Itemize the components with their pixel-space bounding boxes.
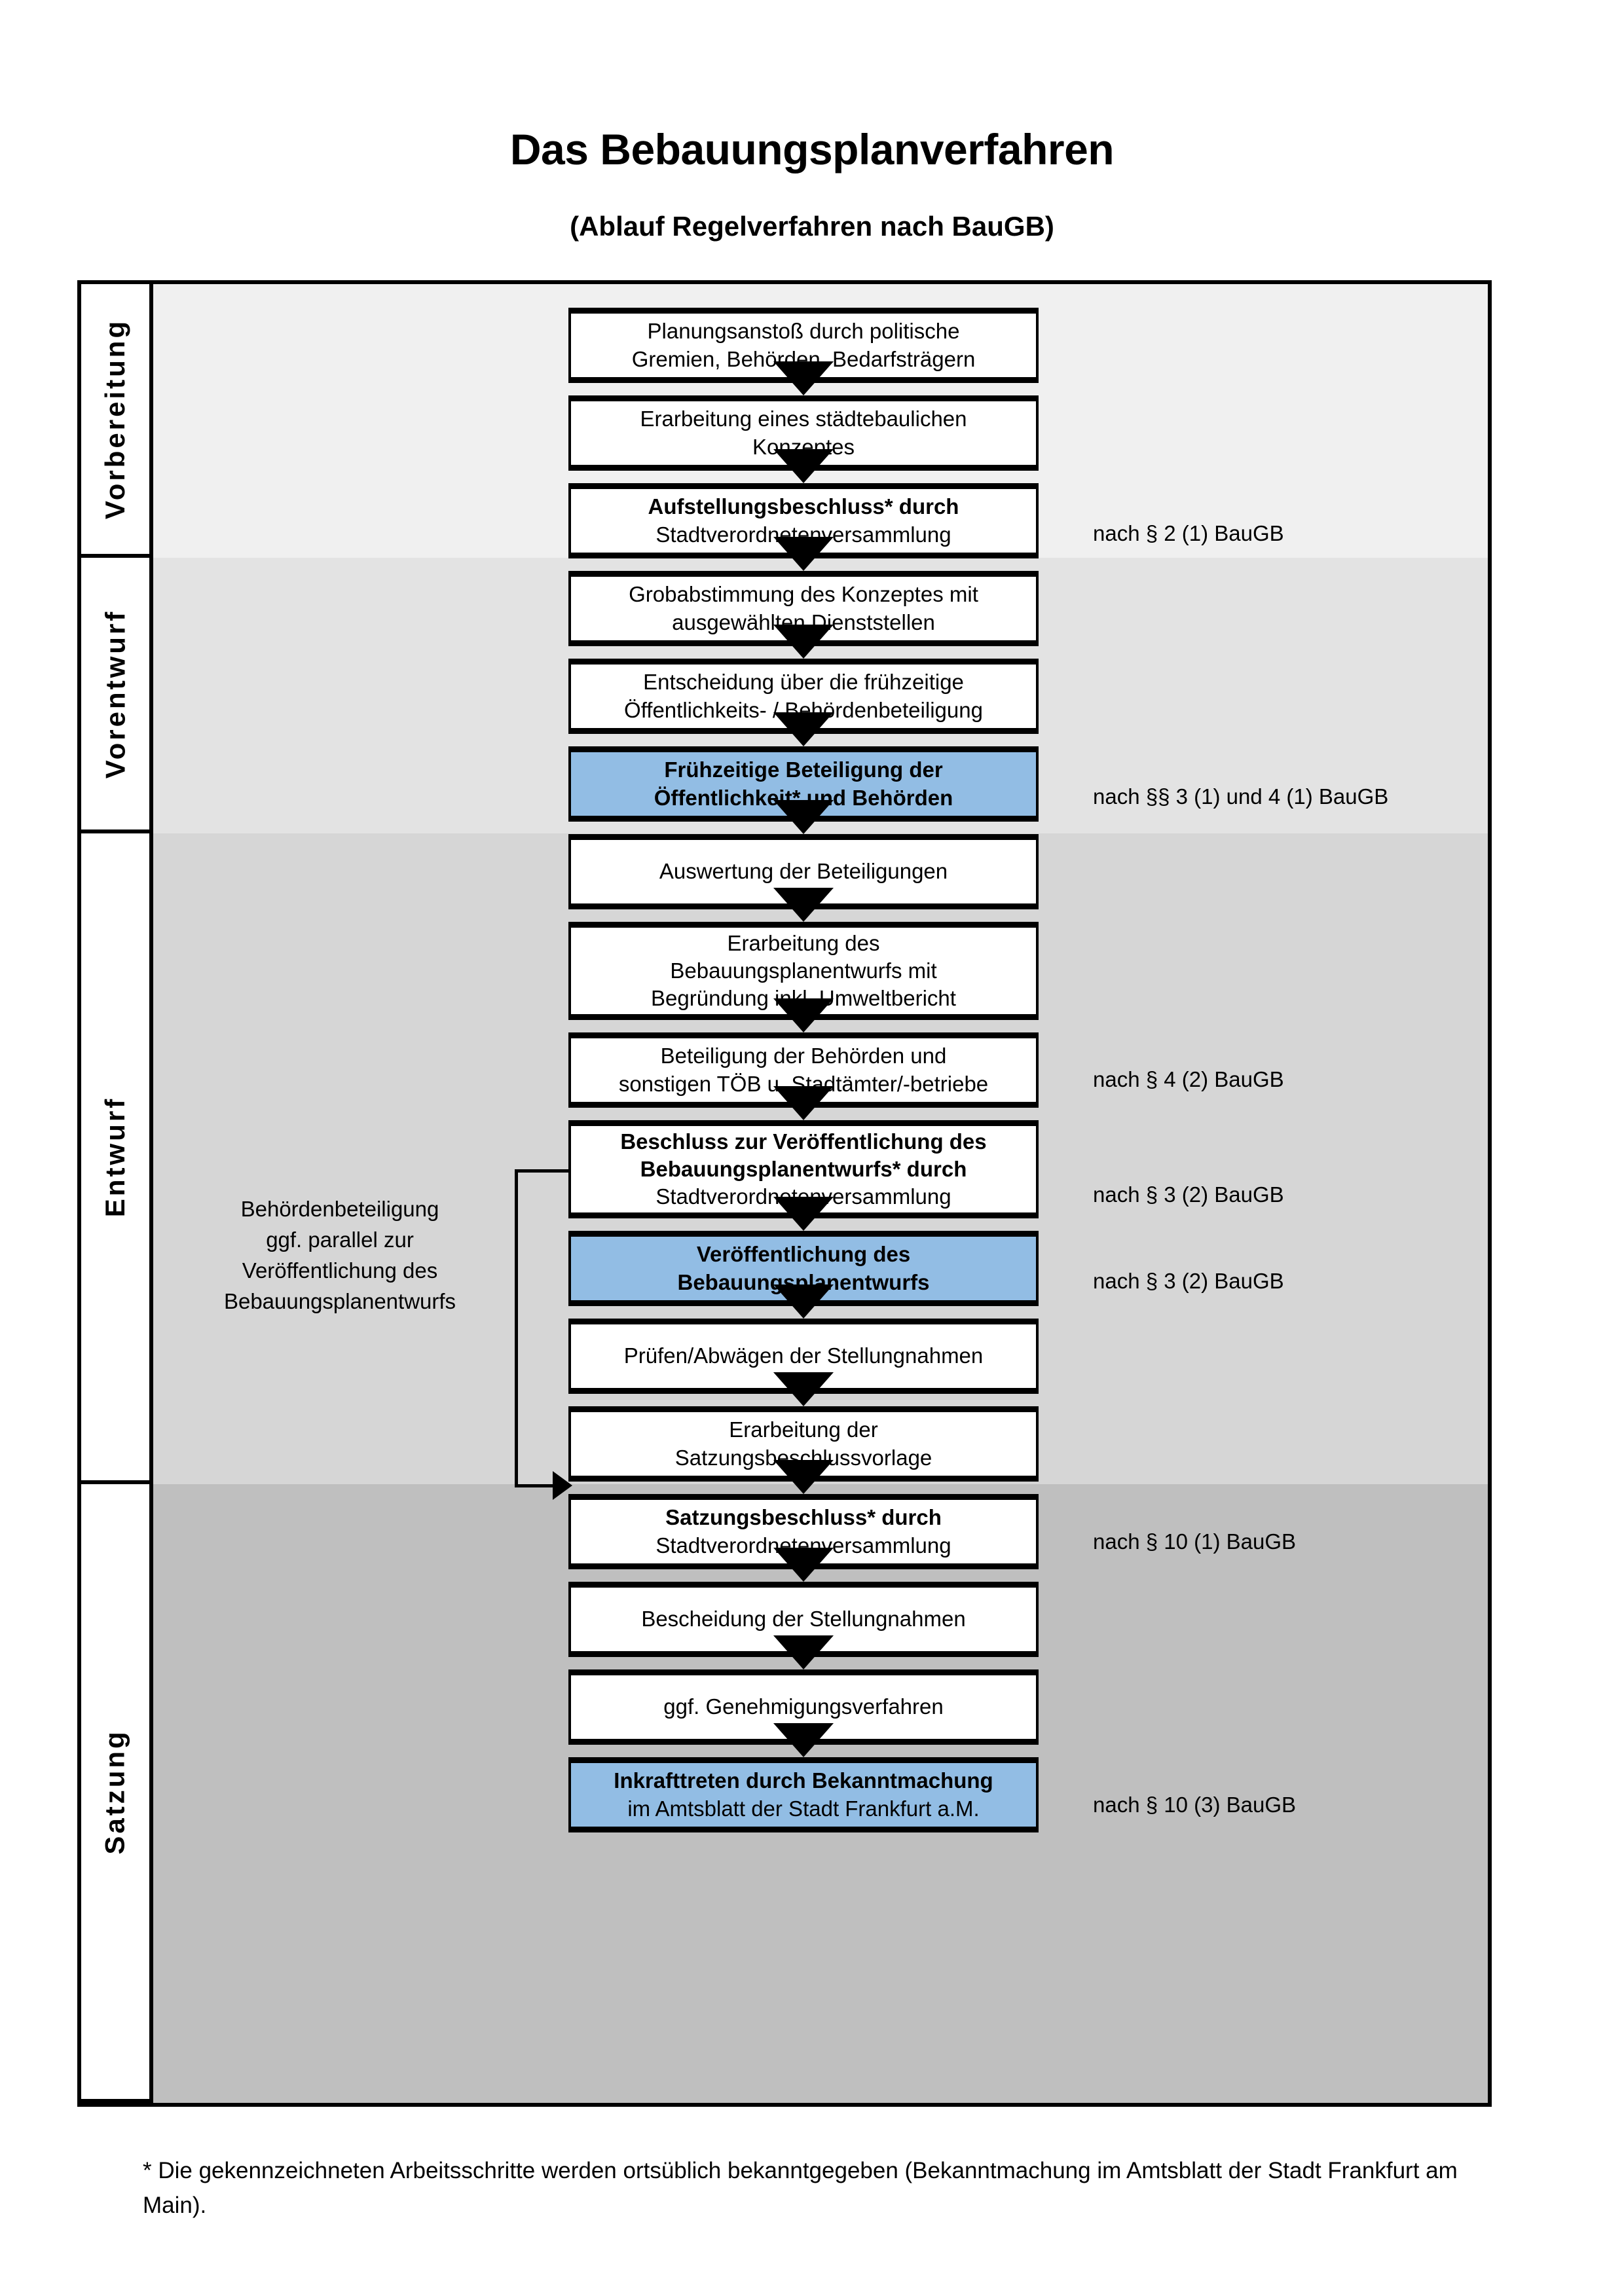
step-line: Erarbeitung eines städtebaulichen: [640, 407, 967, 431]
flow-arrow-down-icon: [773, 1086, 834, 1120]
legal-reference: nach § 3 (2) BauGB: [1093, 1182, 1284, 1207]
legal-reference: nach § 3 (2) BauGB: [1093, 1269, 1284, 1293]
step-line: Erarbeitung der: [729, 1417, 878, 1442]
phase-label-text: Vorbereitung: [100, 318, 131, 520]
legal-reference: nach §§ 3 (1) und 4 (1) BauGB: [1093, 784, 1389, 809]
step-line: im Amtsblatt der Stadt Frankfurt a.M.: [627, 1796, 980, 1821]
flow-arrow-down-icon: [773, 1197, 834, 1231]
flow-arrow-down-icon: [773, 888, 834, 922]
feedback-connector-bottom-segment: [515, 1484, 555, 1487]
step-line: Planungsanstoß durch politische: [647, 319, 960, 344]
flow-arrow-down-icon: [773, 1548, 834, 1582]
step-line: ggf. Genehmigungsverfahren: [663, 1694, 944, 1719]
legal-reference: nach § 10 (1) BauGB: [1093, 1529, 1297, 1554]
step-line: Prüfen/Abwägen der Stellungnahmen: [623, 1343, 984, 1368]
step-line: Aufstellungsbeschluss* durch: [648, 494, 959, 519]
flow-arrow-down-icon: [773, 1285, 834, 1319]
legal-reference: nach § 10 (3) BauGB: [1093, 1793, 1297, 1817]
legal-reference: nach § 2 (1) BauGB: [1093, 521, 1284, 545]
step-line: Bebauungsplanentwurfs mit: [670, 958, 937, 983]
step-line: Entscheidung über die frühzeitige: [643, 670, 964, 695]
flow-arrow-down-icon: [773, 712, 834, 746]
step-line: Bebauungsplanentwurfs* durch: [640, 1156, 967, 1181]
step-box[interactable]: Planungsanstoß durch politische Gremien,…: [568, 308, 1039, 383]
sidenote-line: ggf. parallel zur: [266, 1227, 414, 1252]
page-subtitle: (Ablauf Regelverfahren nach BauGB): [570, 211, 1054, 242]
sidenote-behoerdenbeteiligung: Behördenbeteiligung ggf. parallel zur Ve…: [186, 1194, 494, 1317]
sidenote-line: Veröffentlichung des: [242, 1258, 438, 1283]
phase-label-satzung: Satzung: [81, 1484, 153, 2103]
step-line: Veröffentlichung des: [696, 1242, 911, 1267]
flow-arrow-down-icon: [773, 449, 834, 483]
step-line: Beschluss zur Veröffentlichung des: [620, 1129, 987, 1154]
footnote: * Die gekennzeichneten Arbeitsschritte w…: [143, 2158, 1458, 2218]
legal-reference: nach § 4 (2) BauGB: [1093, 1067, 1284, 1091]
step-box-highlight[interactable]: Inkrafttreten durch Bekanntmachung im Am…: [568, 1757, 1039, 1832]
step-line: Bescheidung der Stellungnahmen: [641, 1607, 966, 1631]
step-line: Satzungsbeschluss* durch: [665, 1505, 942, 1530]
flow-arrow-down-icon: [773, 1372, 834, 1406]
step-line: Inkrafttreten durch Bekanntmachung: [614, 1768, 993, 1793]
sidenote-line: Bebauungsplanentwurfs: [223, 1288, 456, 1313]
flow-arrow-down-icon: [773, 1635, 834, 1669]
flow-arrow-down-icon: [773, 537, 834, 571]
flow-arrow-down-icon: [773, 625, 834, 659]
step-box[interactable]: Prüfen/Abwägen der Stellungnahmen: [568, 1319, 1039, 1394]
flow-arrow-down-icon: [773, 998, 834, 1032]
step-line: Auswertung der Beteiligungen: [659, 859, 948, 884]
step-line: Erarbeitung des: [727, 930, 880, 955]
phase-label-entwurf: Entwurf: [81, 833, 153, 1484]
feedback-connector-top-segment: [515, 1169, 571, 1173]
phase-label-text: Satzung: [100, 1728, 131, 1855]
step-line: Beteiligung der Behörden und: [660, 1044, 947, 1068]
phase-label-text: Vorentwurf: [100, 609, 130, 778]
step-line: Grobabstimmung des Konzeptes mit: [629, 582, 978, 607]
flowchart-frame: Vorbereitung Vorentwurf Entwurf Satzung …: [77, 280, 1492, 2107]
step-line: Frühzeitige Beteiligung der: [664, 757, 943, 782]
phase-label-vorbereitung: Vorbereitung: [81, 284, 153, 558]
phase-label-vorentwurf: Vorentwurf: [81, 558, 153, 833]
flow-arrow-down-icon: [773, 800, 834, 834]
sidenote-line: Behördenbeteiligung: [240, 1197, 439, 1221]
phase-label-text: Entwurf: [100, 1096, 130, 1218]
flow-arrow-down-icon: [773, 1723, 834, 1757]
page-title: Das Bebauungsplanverfahren: [509, 125, 1115, 173]
flow-arrow-down-icon: [773, 1460, 834, 1494]
feedback-connector-vertical-segment: [515, 1169, 518, 1487]
flow-arrow-down-icon: [773, 361, 834, 395]
